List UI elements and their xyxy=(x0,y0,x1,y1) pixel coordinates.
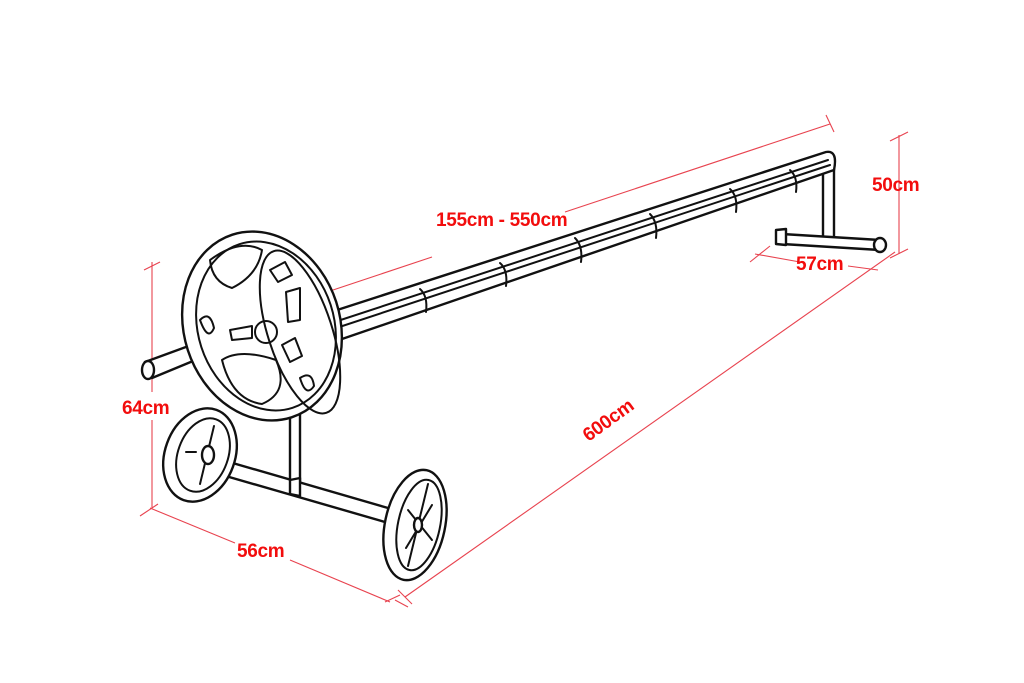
tube-length-label: 155cm - 550cm xyxy=(436,210,568,231)
telescopic-tube xyxy=(298,150,837,352)
stand-height-right-label: 50cm xyxy=(872,175,920,196)
stand-height-left-label: 64cm xyxy=(122,398,170,419)
stand-base-right-label: 57cm xyxy=(796,254,844,275)
stand-base-left-label: 56cm xyxy=(237,541,285,562)
left-wheel xyxy=(162,407,238,503)
right-wheel xyxy=(382,468,448,582)
reel-wheel xyxy=(180,230,344,422)
